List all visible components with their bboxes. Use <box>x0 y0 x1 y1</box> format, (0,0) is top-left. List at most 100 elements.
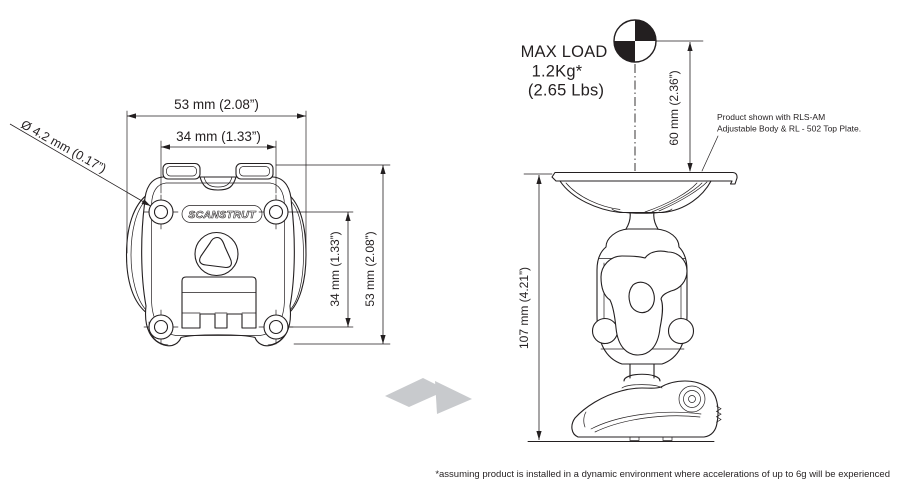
base-feet <box>629 436 673 441</box>
extension-lines <box>275 164 391 345</box>
bracket-top-tab-right <box>235 162 274 180</box>
arrowhead-bottom <box>345 318 351 327</box>
brand-badge: SCANSTRUT <box>181 205 263 223</box>
max-load-value: 1.2Kg* <box>532 63 583 81</box>
mounting-hole-top-left <box>143 194 179 230</box>
base-thumbwheel-inner <box>688 395 696 403</box>
arrowhead-top <box>380 165 386 174</box>
arrowhead-top <box>687 42 693 51</box>
dim-width-overall-label: 53 mm (2.08”) <box>174 97 259 112</box>
arrowhead-right <box>297 113 306 119</box>
dim-height-holes-label: 34 mm (1.33”) <box>328 231 342 306</box>
max-load-block: MAX LOAD 1.2Kg* (2.65 Lbs) <box>521 43 608 100</box>
bracket-left-wing <box>125 193 149 315</box>
dim-height-holes: 34 mm (1.33”) <box>289 211 354 328</box>
hole-outer <box>263 314 289 340</box>
mount-drawing <box>527 171 738 442</box>
bracket-top-tab-left <box>162 162 201 180</box>
emblem-circle <box>194 231 239 277</box>
base-serration <box>715 405 722 423</box>
dim-hole-diameter-label: Ø 4.2 mm (0.17”) <box>19 117 109 175</box>
bracket-top-tab-left-inner <box>166 166 197 177</box>
cog-quadrant-tr <box>635 20 656 41</box>
arrowhead-left <box>161 144 170 150</box>
arrowhead-bottom <box>687 163 693 172</box>
arrow-head <box>435 381 472 414</box>
max-load-title: MAX LOAD <box>521 43 608 61</box>
hole-inner <box>153 204 169 220</box>
lower-ball <box>623 373 661 382</box>
center-emblem <box>194 231 239 277</box>
arrowhead-top <box>536 175 542 184</box>
clip-outline <box>181 276 257 329</box>
hole-inner <box>153 319 169 335</box>
hole-inner <box>268 204 284 220</box>
mounting-holes <box>143 194 294 345</box>
dim-cog-height-label: 60 mm (2.36”) <box>667 70 681 145</box>
bracket-right-wing-inner <box>289 199 304 311</box>
dim-overall-height-label: 107 mm (4.21”) <box>517 267 531 349</box>
hole-outer <box>148 199 174 225</box>
plate-bowl <box>559 180 712 214</box>
center-of-gravity-icon <box>613 19 657 63</box>
dim-width-holes-label: 34 mm (1.33”) <box>176 129 261 144</box>
leader-arrowhead <box>141 199 151 206</box>
note-leader-line <box>701 135 719 172</box>
dim-width-holes: 34 mm (1.33”) <box>160 129 277 194</box>
emblem-triangle-icon <box>199 236 232 269</box>
bracket-right-wing <box>287 193 307 315</box>
base-swoosh <box>590 411 702 433</box>
hole-outer <box>148 314 174 340</box>
arrow-body <box>385 378 447 407</box>
neck <box>625 211 659 230</box>
direction-arrow-icon <box>385 378 472 414</box>
tri-knob-center-hole <box>628 281 655 314</box>
brand-logo-text: SCANSTRUT <box>188 209 257 221</box>
mounting-hole-bottom-left <box>143 309 179 345</box>
plate-ribs <box>644 181 708 213</box>
brand-badge-outline <box>181 205 263 223</box>
dim-overall-height: 107 mm (4.21”) <box>517 173 553 440</box>
base-thumbwheel-outer <box>678 385 706 413</box>
clamp-boss-right <box>667 317 695 345</box>
base-stem-socket <box>621 384 663 389</box>
extension-lines <box>160 140 277 194</box>
product-note: Product shown with RLS-AM Adjustable Bod… <box>701 112 861 172</box>
bottom-clip <box>181 276 257 329</box>
mounting-hole-top-right <box>258 194 294 230</box>
base-outline <box>571 380 719 438</box>
dim-cog-height: 60 mm (2.36”) <box>655 40 704 172</box>
plate-bowl-inner <box>565 182 621 210</box>
bracket-body-inner-contour <box>151 182 285 336</box>
footnote: *assuming product is installed in a dyna… <box>435 469 890 480</box>
extension-lines <box>289 211 354 328</box>
cog-quadrant-bl <box>614 41 635 62</box>
base-thumbwheel-mid <box>683 390 701 408</box>
hole-inner <box>268 319 284 335</box>
arrowhead-right <box>267 144 276 150</box>
bracket-drawing: SCANSTRUT <box>125 162 307 347</box>
bracket-top-notch <box>199 176 237 191</box>
bracket-top-notch-inner <box>203 176 233 188</box>
bracket-top-tab-right-inner <box>239 166 270 177</box>
dim-height-overall: 53 mm (2.08”) <box>275 164 391 345</box>
product-note-line2: Adjustable Body & RL - 502 Top Plate. <box>717 124 861 134</box>
dim-height-overall-label: 53 mm (2.08”) <box>363 231 377 306</box>
dim-hole-diameter: Ø 4.2 mm (0.17”) <box>9 117 151 207</box>
extension-lines <box>126 110 307 254</box>
side-view: MAX LOAD 1.2Kg* (2.65 Lbs) <box>517 19 861 442</box>
arrowhead-left <box>127 113 136 119</box>
arrowhead-bottom <box>536 431 542 440</box>
max-load-alt-value: (2.65 Lbs) <box>528 82 604 100</box>
leader-line <box>9 123 151 207</box>
plate-hub-rim <box>611 208 673 214</box>
stem <box>629 363 655 379</box>
top-plate <box>551 171 738 185</box>
dim-width-overall: 53 mm (2.08”) <box>126 97 307 254</box>
product-note-line1: Product shown with RLS-AM <box>717 112 825 122</box>
bracket-left-wing-inner <box>130 199 147 311</box>
clamp-boss-left <box>591 317 619 345</box>
arrowhead-top <box>345 212 351 221</box>
hole-outer <box>263 199 289 225</box>
